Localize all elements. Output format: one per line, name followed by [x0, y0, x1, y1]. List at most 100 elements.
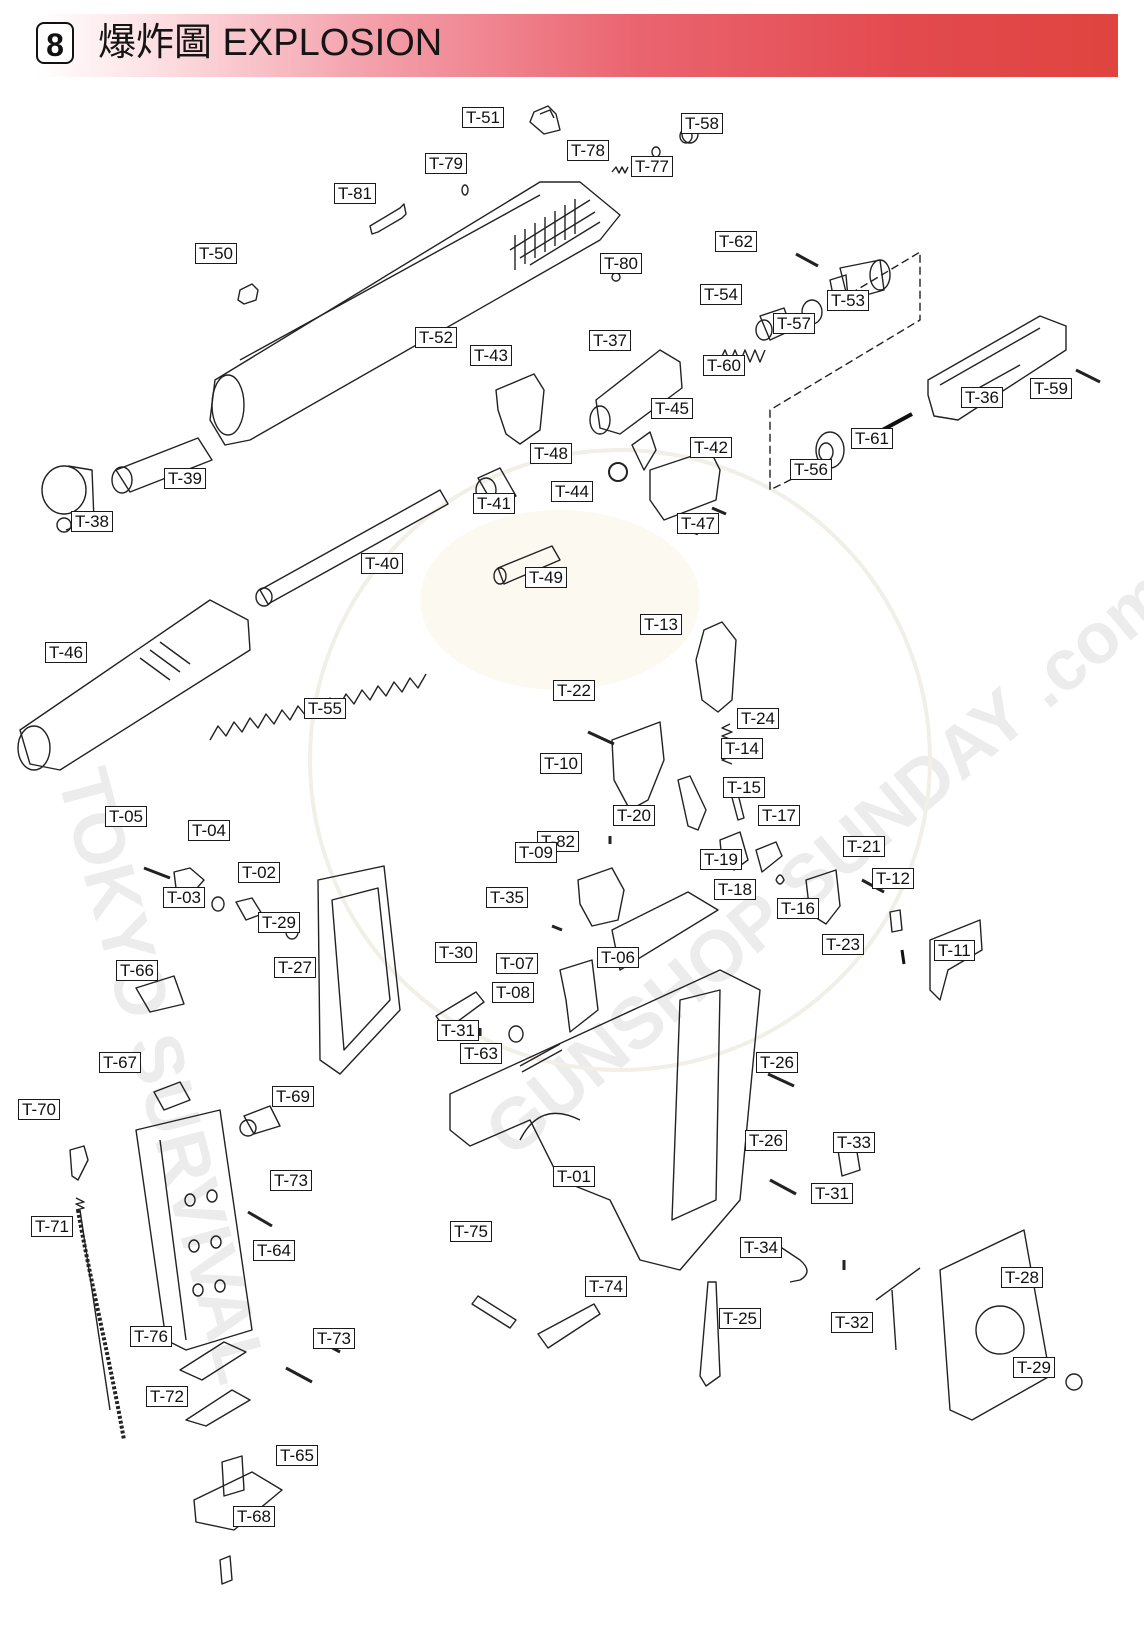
- part-hammer: [695, 621, 737, 713]
- part-t42: [649, 449, 721, 521]
- part-t72: [185, 1389, 251, 1427]
- label-t58: T-58: [681, 113, 724, 134]
- label-t10: T-10: [540, 753, 583, 774]
- label-t75: T-75: [450, 1221, 493, 1242]
- label-t57: T-57: [773, 313, 816, 334]
- label-t21: T-21: [843, 836, 886, 857]
- label-t78: T-78: [567, 140, 610, 161]
- label-t73-b: T-73: [313, 1328, 356, 1349]
- label-t56: T-56: [790, 459, 833, 480]
- watermark-circle: [308, 448, 932, 1072]
- label-t40: T-40: [361, 553, 404, 574]
- section-number: 8: [36, 22, 74, 64]
- part-mag-spring-coils: [76, 1209, 126, 1441]
- label-t33: T-33: [833, 1132, 876, 1153]
- part-t39: [111, 437, 213, 494]
- label-t51: T-51: [462, 107, 505, 128]
- part-t67: [153, 1081, 191, 1111]
- label-t03: T-03: [163, 887, 206, 908]
- part-t34: [769, 1239, 808, 1283]
- label-t32: T-32: [831, 1312, 874, 1333]
- part-t74: [537, 1303, 601, 1349]
- label-t44: T-44: [551, 481, 594, 502]
- part-t81: [369, 203, 407, 235]
- part-t48-gear: [608, 462, 628, 482]
- part-t75: [471, 1295, 517, 1329]
- part-t22-screw: [587, 730, 615, 746]
- label-t22: T-22: [553, 680, 596, 701]
- label-t48: T-48: [530, 443, 573, 464]
- part-t18-spring: [775, 874, 785, 885]
- label-t23: T-23: [822, 934, 865, 955]
- label-t46: T-46: [45, 642, 88, 663]
- label-t42: T-42: [690, 437, 733, 458]
- label-t77: T-77: [631, 156, 674, 177]
- label-t71: T-71: [31, 1216, 74, 1237]
- part-t10: [611, 721, 665, 811]
- part-t27-inner: [331, 887, 391, 1051]
- label-t31-a: T-31: [437, 1020, 480, 1041]
- part-magazine: [135, 1109, 253, 1351]
- part-t35-pin: [551, 924, 563, 932]
- label-t17: T-17: [758, 805, 801, 826]
- label-t15: T-15: [723, 777, 766, 798]
- part-t62-pin: [795, 252, 819, 268]
- label-t50: T-50: [195, 243, 238, 264]
- label-t72: T-72: [146, 1386, 189, 1407]
- label-t67: T-67: [99, 1052, 142, 1073]
- label-t08: T-08: [492, 982, 535, 1003]
- part-trigger: [559, 959, 599, 1033]
- label-t38: T-38: [71, 511, 114, 532]
- part-front-sight: [237, 283, 259, 305]
- label-t35: T-35: [486, 887, 529, 908]
- label-t18: T-18: [714, 879, 757, 900]
- part-t69: [239, 1105, 281, 1137]
- part-t63: [519, 1043, 563, 1073]
- part-t23: [900, 949, 906, 965]
- label-t52: T-52: [415, 327, 458, 348]
- label-t30: T-30: [435, 942, 478, 963]
- label-t36: T-36: [961, 387, 1004, 408]
- label-t65: T-65: [276, 1445, 319, 1466]
- label-t43: T-43: [470, 345, 513, 366]
- part-t68: [219, 1555, 233, 1585]
- label-t49: T-49: [525, 567, 568, 588]
- part-inner-barrel: [255, 489, 449, 607]
- label-t25: T-25: [719, 1308, 762, 1329]
- part-t78-spring: [611, 166, 629, 174]
- part-mag-spring: [75, 1197, 111, 1411]
- label-t76: T-76: [130, 1326, 173, 1347]
- label-t47: T-47: [677, 513, 720, 534]
- label-t24: T-24: [737, 708, 780, 729]
- label-t20: T-20: [613, 805, 656, 826]
- label-t73-a: T-73: [270, 1170, 313, 1191]
- part-rear-sight: [529, 105, 561, 135]
- part-t79: [461, 184, 469, 196]
- label-t41: T-41: [473, 493, 516, 514]
- part-t08: [508, 1025, 524, 1043]
- part-t12: [889, 909, 903, 933]
- part-t59-pin: [1075, 368, 1101, 384]
- label-t53: T-53: [827, 290, 870, 311]
- label-t26-b: T-26: [745, 1130, 788, 1151]
- part-t43: [495, 373, 545, 445]
- label-t31-b: T-31: [811, 1183, 854, 1204]
- label-t74: T-74: [585, 1276, 628, 1297]
- label-t01: T-01: [553, 1166, 596, 1187]
- label-t63: T-63: [460, 1043, 503, 1064]
- label-t45: T-45: [651, 398, 694, 419]
- part-t27: [317, 865, 401, 1075]
- label-t34: T-34: [740, 1237, 783, 1258]
- label-t12: T-12: [872, 868, 915, 889]
- label-t05: T-05: [105, 806, 148, 827]
- part-t17: [755, 841, 783, 873]
- label-t70: T-70: [18, 1099, 61, 1120]
- part-t73-pin-c: [285, 1366, 313, 1384]
- part-t29-b: [1065, 1373, 1083, 1391]
- label-t37: T-37: [589, 330, 632, 351]
- part-outer-barrel: [17, 599, 251, 771]
- label-t39: T-39: [164, 468, 207, 489]
- part-t70: [69, 1145, 89, 1181]
- label-t81: T-81: [334, 183, 377, 204]
